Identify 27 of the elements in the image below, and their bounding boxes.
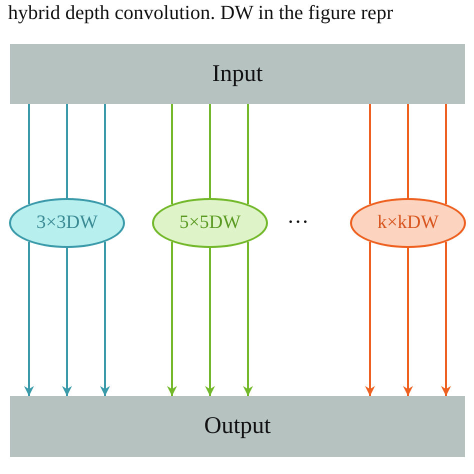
input-bar xyxy=(10,44,465,104)
connector-line xyxy=(171,104,173,204)
arrow xyxy=(100,242,110,396)
arrow xyxy=(24,242,34,396)
arrow xyxy=(441,242,451,396)
arrow xyxy=(403,248,413,396)
node-label: k×kDW xyxy=(377,212,439,234)
connector-line xyxy=(445,104,447,204)
arrow xyxy=(205,248,215,396)
arrow xyxy=(62,248,72,396)
node-label: Input xyxy=(212,60,263,88)
node-label: 5×5DW xyxy=(179,212,241,234)
connector-line xyxy=(369,104,371,204)
caption-text: hybrid depth convolution. DW in the figure repr xyxy=(8,2,394,25)
connector-line xyxy=(247,104,249,204)
connector-line xyxy=(407,104,409,198)
connector-line xyxy=(28,104,30,204)
output-bar xyxy=(10,396,465,457)
arrow xyxy=(167,242,177,396)
arrow xyxy=(243,242,253,396)
connector-line xyxy=(66,104,68,198)
node-label: Output xyxy=(204,413,271,440)
connector-line xyxy=(104,104,106,204)
node-label: 3×3DW xyxy=(36,212,98,234)
arrow xyxy=(365,242,375,396)
ellipsis-dots: ··· xyxy=(287,209,309,235)
connector-line xyxy=(209,104,211,198)
